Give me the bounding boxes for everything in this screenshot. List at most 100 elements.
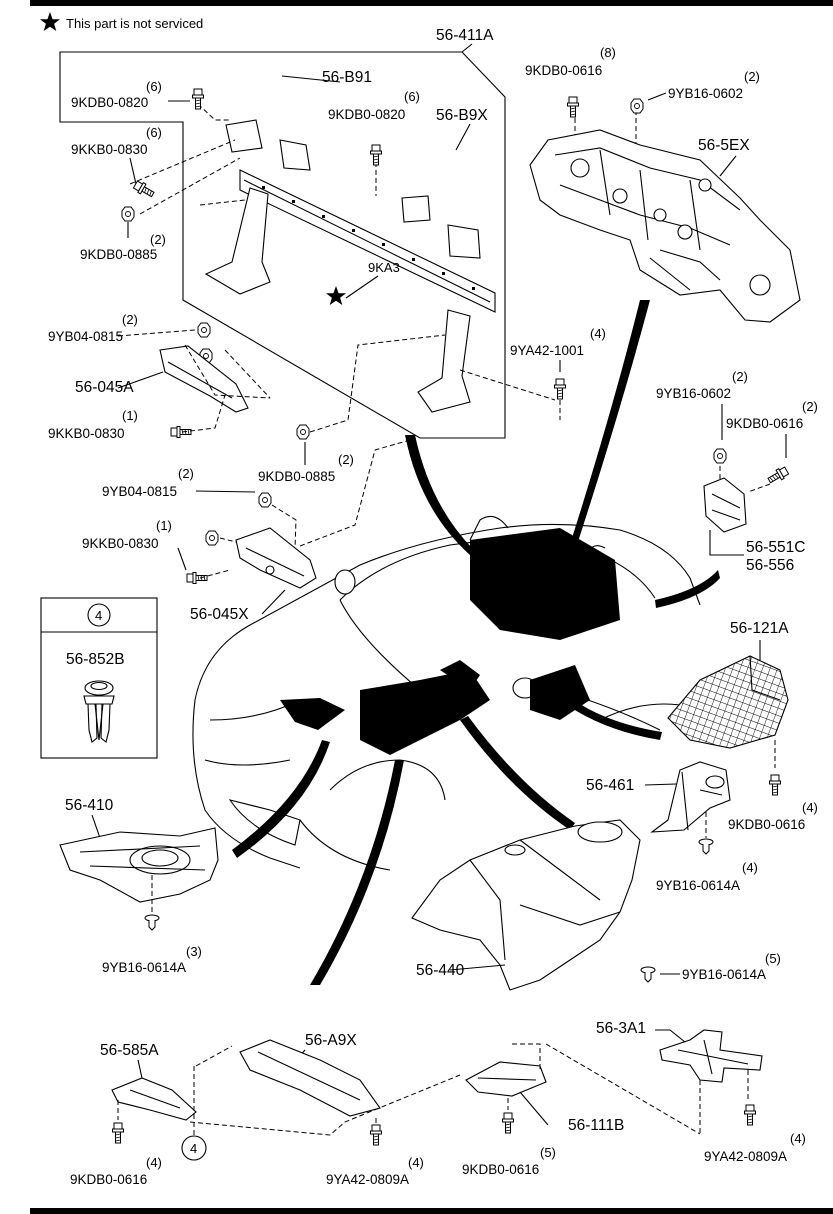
- rollbar-assembly-group: 56-411A 56-B91 56-B9X 9KA3: [59, 27, 637, 439]
- part-56-A9X[interactable]: 56-A9X: [305, 1032, 357, 1049]
- nut-icon: [205, 530, 219, 546]
- svg-text:(2): (2): [744, 69, 760, 84]
- fastener-labels-upper-left: (6) 9KDB0-0820 (6) 9KKB0-0830 (2) 9KDB0-…: [71, 79, 420, 262]
- part-56-852B[interactable]: 56-852B: [66, 651, 125, 668]
- clip-icon: [144, 914, 160, 931]
- part-56-5EX[interactable]: 56-5EX: [698, 137, 750, 154]
- bolt-icon: [192, 88, 204, 110]
- svg-text:(2): (2): [338, 452, 354, 467]
- svg-text:(4): (4): [408, 1155, 424, 1170]
- svg-text:(3): (3): [186, 944, 202, 959]
- part-56-461[interactable]: 56-461: [586, 777, 634, 794]
- bolt-icon: [132, 179, 156, 200]
- svg-text:(4): (4): [590, 326, 606, 341]
- svg-text:(1): (1): [156, 518, 172, 533]
- fastener-9YB16-0614A[interactable]: 9YB16-0614A: [102, 960, 186, 975]
- svg-text:(2): (2): [732, 369, 748, 384]
- part-56-B91[interactable]: 56-B91: [322, 69, 372, 86]
- nut-icon: [121, 206, 135, 222]
- inset-ref-number: 4: [95, 608, 102, 623]
- bracket-56-551C: (2) 9YB16-0602 (2) 9KDB0-0616 56-551C 56…: [656, 369, 818, 574]
- bolt-icon: [766, 465, 790, 486]
- fastener-9YB16-0602[interactable]: 9YB16-0602: [656, 386, 731, 401]
- fastener-9KKB0-0830[interactable]: 9KKB0-0830: [82, 536, 159, 551]
- svg-text:9KA3: 9KA3: [368, 260, 400, 275]
- nut-icon: [296, 424, 310, 440]
- nut-icon: [713, 448, 727, 464]
- bolt-icon: [769, 774, 781, 796]
- svg-text:(2): (2): [178, 466, 194, 481]
- part-56-551C[interactable]: 56-551C: [746, 539, 805, 556]
- inset-box-56-852B: 4 56-852B: [40, 597, 158, 759]
- bottom-row-parts: 56-585A (4) 9KDB0-0616 4 56-A9X (4) 9YA4…: [70, 1020, 806, 1187]
- rear-panel-56-5EX: (8) 9KDB0-0616 (2) 9YB16-0602 56-5EX: [525, 45, 801, 323]
- clip-icon: [698, 838, 714, 855]
- fastener-9YB16-0602[interactable]: 9YB16-0602: [668, 86, 743, 101]
- fastener-9KDB0-0616[interactable]: 9KDB0-0616: [525, 63, 602, 78]
- fastener-9KKB0-0830[interactable]: 9KKB0-0830: [48, 426, 125, 441]
- part-56-410[interactable]: 56-410: [65, 797, 114, 814]
- bracket-56-045X: (2) 9YB04-0815 (1) 9KKB0-0830 56-045X: [82, 439, 411, 623]
- part-56-045A[interactable]: 56-045A: [75, 379, 134, 396]
- fastener-9YB16-0614A[interactable]: 9YB16-0614A: [656, 878, 740, 893]
- fastener-9KDB0-0820[interactable]: 9KDB0-0820: [71, 95, 148, 110]
- bolt-icon: [370, 144, 382, 166]
- fastener-9YA42-0809A[interactable]: 9YA42-0809A: [704, 1149, 787, 1164]
- part-56-556[interactable]: 56-556: [746, 557, 794, 574]
- panel-56-410: 56-410 (3) 9YB16-0614A: [59, 797, 219, 975]
- bottom-rule: [30, 1208, 833, 1214]
- svg-text:(5): (5): [540, 1145, 556, 1160]
- part-56-440[interactable]: 56-440: [416, 962, 465, 979]
- part-56-B9X[interactable]: 56-B9X: [436, 107, 488, 124]
- svg-text:(6): (6): [146, 79, 162, 94]
- not-serviced-star-icon: [326, 286, 346, 305]
- fastener-9YB04-0815[interactable]: 9YB04-0815: [102, 484, 177, 499]
- nut-icon: [197, 322, 211, 338]
- svg-text:(5): (5): [765, 951, 781, 966]
- svg-text:(4): (4): [802, 800, 818, 815]
- panel-56-121A: 56-121A (4) 9KDB0-0616: [667, 620, 818, 832]
- svg-text:(6): (6): [404, 89, 420, 104]
- legend-note: This part is not serviced: [66, 16, 203, 31]
- push-clip-icon: [83, 680, 115, 743]
- part-56-3A1[interactable]: 56-3A1: [596, 1020, 646, 1037]
- fastener-9YB16-0614A[interactable]: 9YB16-0614A: [682, 967, 766, 982]
- bracket-56-461: 56-461 (4) 9YB16-0614A: [586, 761, 758, 893]
- fastener-9YA42-0809A[interactable]: 9YA42-0809A: [326, 1172, 409, 1187]
- bolt-icon: [112, 1122, 124, 1144]
- panel-56-440: 56-440 (5) 9YB16-0614A: [411, 819, 781, 991]
- svg-text:(2): (2): [150, 232, 166, 247]
- star-icon: [40, 12, 60, 31]
- svg-text:(2): (2): [802, 399, 818, 414]
- svg-text:(8): (8): [600, 45, 616, 60]
- fastener-9KDB0-0885[interactable]: 9KDB0-0885: [258, 469, 335, 484]
- fastener-9KDB0-0616[interactable]: 9KDB0-0616: [728, 817, 805, 832]
- bolt-icon: [170, 426, 192, 438]
- fastener-9KDB0-0616[interactable]: 9KDB0-0616: [70, 1172, 147, 1187]
- fastener-9KDB0-0616[interactable]: 9KDB0-0616: [726, 416, 803, 431]
- legend: This part is not serviced: [40, 12, 203, 31]
- part-56-585A[interactable]: 56-585A: [100, 1042, 159, 1059]
- fastener-9KDB0-0820[interactable]: 9KDB0-0820: [328, 107, 405, 122]
- part-56-121A[interactable]: 56-121A: [730, 620, 789, 637]
- fastener-9YA42-1001-group: (4) 9YA42-1001: [459, 326, 606, 420]
- part-56-411A[interactable]: 56-411A: [436, 27, 494, 44]
- part-56-045X[interactable]: 56-045X: [190, 606, 249, 623]
- top-rule: [30, 0, 833, 6]
- fastener-9YA42-1001[interactable]: 9YA42-1001: [510, 343, 584, 358]
- svg-text:(4): (4): [742, 860, 758, 875]
- bolt-icon: [554, 378, 566, 400]
- bolt-icon: [744, 1104, 756, 1126]
- fastener-9KDB0-0616[interactable]: 9KDB0-0616: [462, 1162, 539, 1177]
- fastener-9KDB0-0885[interactable]: 9KDB0-0885: [80, 247, 157, 262]
- fastener-9YB04-0815[interactable]: 9YB04-0815: [48, 329, 123, 344]
- callout-curves: [232, 300, 720, 985]
- bolt-icon: [502, 1112, 514, 1134]
- callout-ref-number: 4: [190, 1141, 197, 1156]
- fastener-9KKB0-0830[interactable]: 9KKB0-0830: [71, 142, 148, 157]
- svg-text:(4): (4): [146, 1155, 162, 1170]
- part-56-111B[interactable]: 56-111B: [568, 1117, 624, 1134]
- clip-icon: [640, 966, 656, 983]
- svg-text:(4): (4): [790, 1131, 806, 1146]
